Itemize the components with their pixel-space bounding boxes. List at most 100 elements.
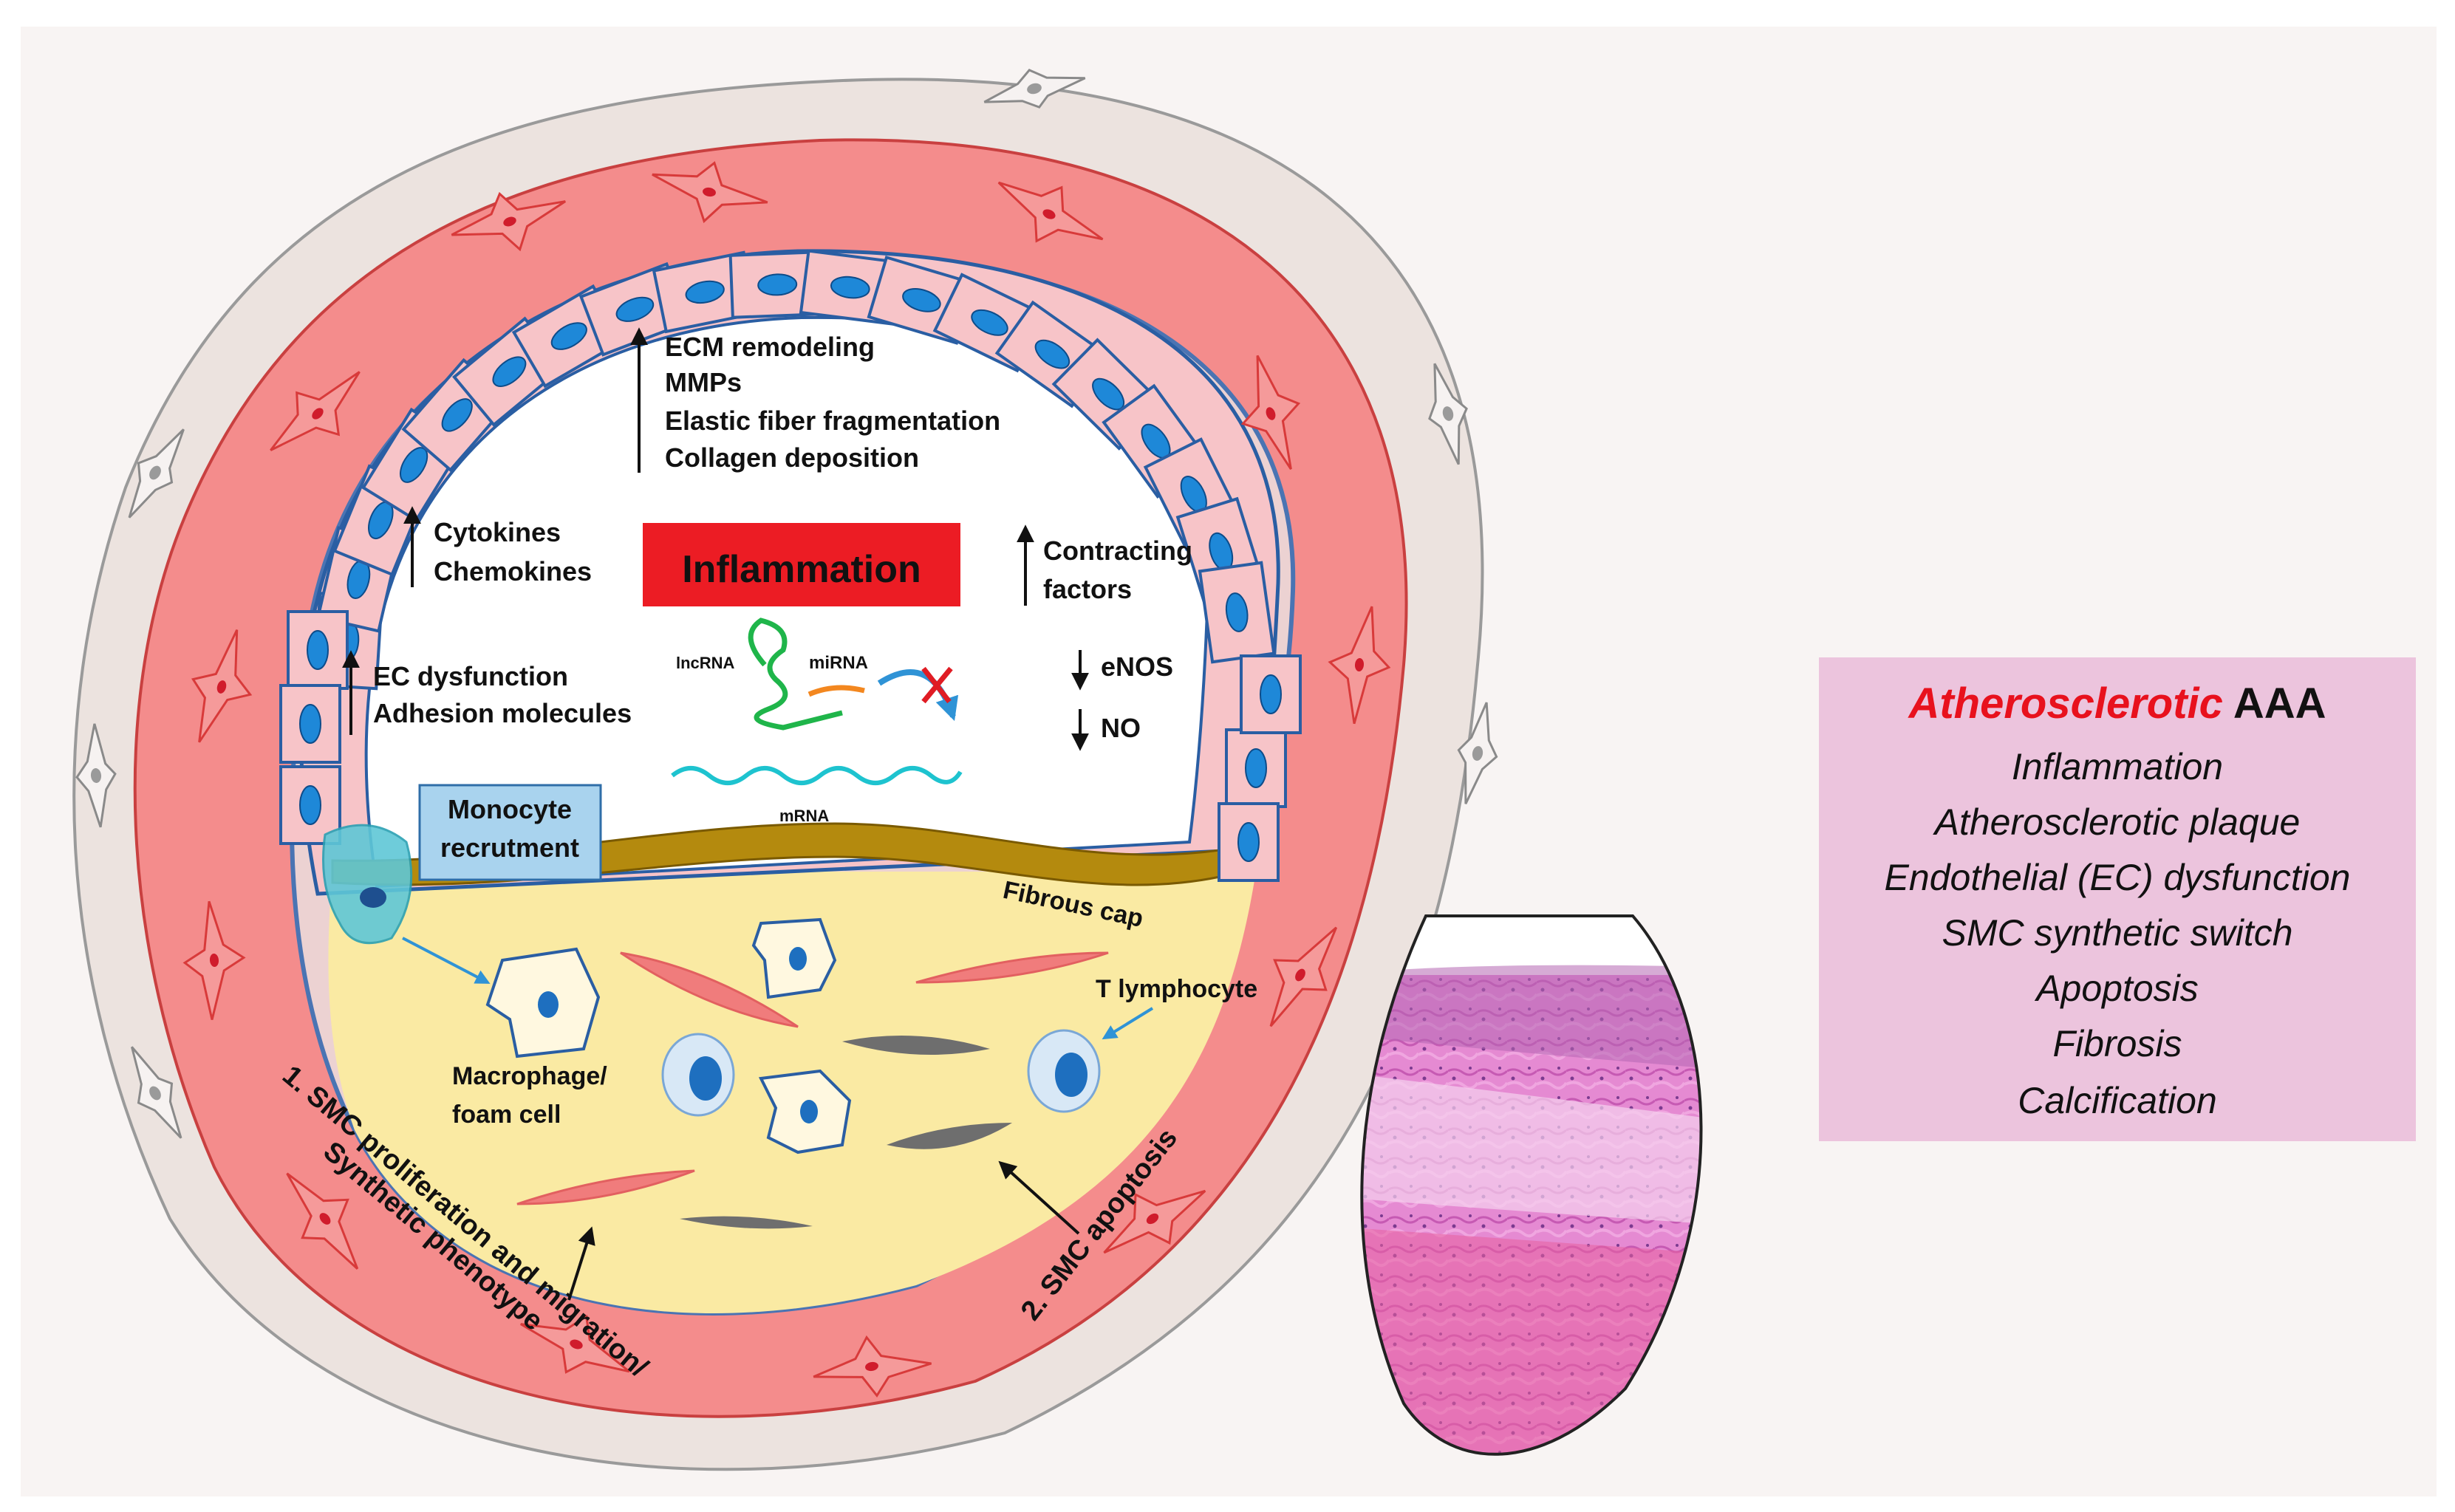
cytokines-text-group: Cytokines Chemokines — [434, 517, 592, 586]
summary-items: Inflammation Atherosclerotic plaque Endo… — [1885, 746, 2351, 1121]
summary-item: Apoptosis — [2034, 968, 2199, 1009]
endothelial-cell — [279, 684, 341, 764]
media-smc-nucleus — [312, 408, 324, 420]
synthetic-smc-cell — [915, 951, 1109, 984]
smc-proliferation-arrow — [567, 1226, 595, 1301]
ecm-line: Collagen deposition — [665, 442, 919, 473]
monocyte-cell — [322, 824, 413, 945]
enos-label: eNOS — [1101, 651, 1173, 682]
media-smc-cell — [813, 1335, 932, 1398]
endothelial-cell — [1198, 561, 1276, 664]
media-smc-nucleus — [1146, 1213, 1159, 1225]
macrophage-label-line1: Macrophage/ — [452, 1062, 607, 1090]
mirna-strand — [807, 685, 865, 697]
fibroblast-cell — [1457, 702, 1498, 804]
summary-item: Calcification — [2018, 1080, 2217, 1121]
media-smc-cell — [1269, 926, 1338, 1027]
media-smc-cell — [1328, 606, 1391, 725]
adhesion-molecules-line: Adhesion molecules — [373, 698, 632, 728]
media-smc-cell — [286, 1172, 359, 1270]
fibroblast-cell — [131, 1046, 182, 1139]
media-smc-cell — [652, 161, 768, 224]
block-cross-icon — [921, 666, 953, 704]
media-smc-cell — [451, 191, 566, 252]
t-lymphocyte-label: T lymphocyte — [1096, 975, 1257, 1003]
contracting-line: Contracting — [1043, 536, 1192, 566]
factors-line: factors — [1043, 574, 1132, 604]
summary-box — [1819, 657, 2416, 1141]
media-smc-nucleus — [1295, 968, 1305, 982]
endothelial-nucleus — [971, 309, 1008, 336]
summary-item: Atherosclerotic plaque — [1933, 801, 2301, 843]
monocyte-recruitment-box — [418, 784, 602, 881]
media-smc-cell — [182, 900, 246, 1020]
media-smc-nucleus — [216, 680, 227, 694]
fibroblast-nucleus — [149, 465, 161, 480]
ecm-text-group: ECM remodeling MMPs Elastic fiber fragme… — [665, 332, 1000, 473]
mirna-label: miRNA — [809, 653, 868, 673]
macrophage-nucleus — [800, 1100, 818, 1123]
summary-title-rest: AAA — [2223, 680, 2326, 728]
inflammation-box — [643, 523, 960, 606]
endothelial-nucleus — [685, 280, 725, 304]
fibroblast-cell — [1428, 363, 1468, 465]
endothelial-cell — [1225, 728, 1287, 808]
lncrna-strand — [748, 618, 843, 731]
fibroblast-nucleus — [149, 1086, 161, 1101]
smc-apoptosis-arrow — [998, 1160, 1080, 1235]
pointer-arrows — [342, 327, 1154, 1301]
media-smc-nucleus — [209, 954, 219, 967]
endothelial-cell — [279, 765, 341, 845]
adventitial-fibroblasts — [75, 69, 1498, 1139]
endothelial-nucleus — [1260, 674, 1282, 714]
rna-interaction-schematic — [671, 618, 963, 785]
apoptotic-smc-cell — [680, 1216, 813, 1229]
summary-title-highlight: Atherosclerotic — [1907, 680, 2222, 728]
endothelial-cell — [287, 610, 349, 690]
ecm-line: ECM remodeling — [665, 332, 875, 362]
media-smc-nucleus — [1354, 658, 1365, 671]
ec-text-group: EC dysfunction Adhesion molecules — [373, 661, 632, 728]
media-smc-nucleus — [570, 1339, 583, 1349]
ec-dysfunction-line: EC dysfunction — [373, 661, 568, 691]
endothelial-nucleus — [830, 276, 870, 299]
t-lymphocyte-arrow — [1102, 1007, 1154, 1040]
mrna-label: mRNA — [779, 807, 829, 825]
summary-item: Fibrosis — [2052, 1023, 2182, 1064]
fibroblast-nucleus — [90, 768, 102, 783]
fibroblast-nucleus — [1472, 746, 1483, 761]
no-label: NO — [1101, 713, 1141, 743]
endothelial-nucleus — [441, 398, 473, 432]
fibroblast-cell — [983, 69, 1086, 109]
monocyte-nucleus — [360, 887, 386, 908]
cytokines-line: Cytokines — [434, 517, 561, 547]
summary-title: Atherosclerotic AAA — [1907, 680, 2326, 728]
macrophage-nucleus — [789, 947, 807, 971]
contracting-text-group: Contracting factors — [1043, 536, 1192, 604]
media-smc-nucleus — [319, 1213, 331, 1225]
plaque-cells — [322, 824, 1109, 1229]
mrna-strand — [671, 766, 963, 785]
t-lymphocyte-nucleus — [689, 1056, 722, 1101]
endothelial-nucleus — [550, 322, 587, 350]
summary-item: Inflammation — [2012, 746, 2223, 787]
monocyte-box-line: Monocyte — [448, 794, 572, 824]
media-smc-nucleus — [703, 187, 716, 197]
smooth-muscle-cells — [182, 161, 1391, 1398]
summary-item: SMC synthetic switch — [1942, 912, 2292, 954]
endothelial-nucleus — [492, 356, 527, 387]
media-smc-nucleus — [1042, 209, 1056, 219]
media-smc-cell — [520, 1314, 630, 1374]
endothelial-cells — [279, 249, 1302, 882]
endothelial-nucleus — [1225, 592, 1249, 632]
t-lymphocyte-nucleus — [1055, 1053, 1087, 1097]
inflammation-label: Inflammation — [682, 548, 921, 591]
endothelial-nucleus — [1245, 748, 1267, 788]
endothelial-nucleus — [615, 296, 655, 322]
endothelial-nucleus — [299, 704, 321, 744]
endothelial-nucleus — [299, 785, 321, 825]
fibroblast-nucleus — [1442, 406, 1454, 421]
endothelial-nucleus — [1034, 339, 1071, 369]
media-smc-cell — [997, 181, 1104, 243]
